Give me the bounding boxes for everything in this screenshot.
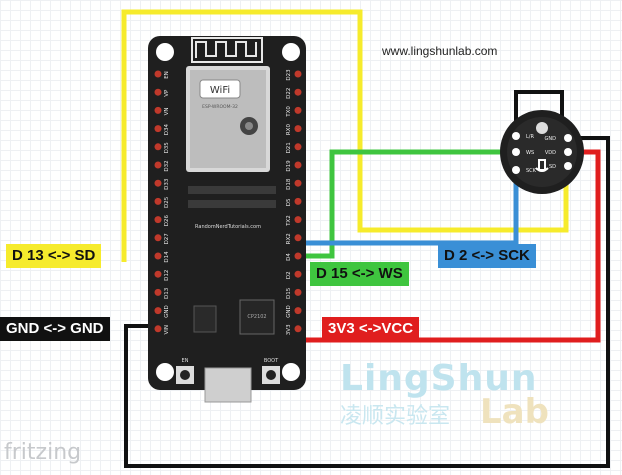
right-3-pin xyxy=(294,125,302,133)
boot-button-label: BOOT xyxy=(264,358,279,364)
ws-wire xyxy=(300,149,520,259)
left-14-pin xyxy=(154,325,162,333)
en-button-label: EN xyxy=(182,358,189,364)
left-5-pin xyxy=(154,161,162,169)
right-9-pin xyxy=(294,234,302,242)
module-text: ESP-WROOM-32 xyxy=(202,104,238,110)
left-13-pin xyxy=(154,307,162,315)
right-9-pin-label: RX2 xyxy=(286,233,292,244)
mic-left-pin-label: WS xyxy=(526,150,534,156)
left-6-pin xyxy=(154,179,162,187)
left-9-pin-label: D27 xyxy=(164,233,170,245)
right-12-pin xyxy=(294,288,302,296)
left-1-pin-label: VP xyxy=(164,89,170,97)
sck-connection-label: D 2 <-> SCK xyxy=(438,244,536,268)
left-14-pin-label: VIN xyxy=(164,325,170,335)
website-label[interactable]: www.lingshunlab.com xyxy=(382,44,498,58)
mic-right-pin-label: GND xyxy=(545,136,557,142)
left-7-pin-label: D25 xyxy=(164,196,170,208)
right-6-pin xyxy=(294,179,302,187)
right-0-pin-label: D23 xyxy=(286,69,292,81)
right-13-pin-label: GND xyxy=(286,305,292,318)
right-8-pin xyxy=(294,216,302,224)
left-4-pin-label: D35 xyxy=(164,142,170,154)
left-5-pin-label: D32 xyxy=(164,160,170,171)
right-10-pin xyxy=(294,252,302,260)
sd-connection-label: D 13 <-> SD xyxy=(6,244,102,268)
left-3-pin xyxy=(154,125,162,133)
right-8-pin-label: TX2 xyxy=(286,215,292,227)
right-11-pin-label: D2 xyxy=(286,271,292,279)
left-12-pin xyxy=(154,288,162,296)
watermark-brand: LingShun xyxy=(340,358,538,399)
sd-wire xyxy=(121,9,569,262)
left-11-pin xyxy=(154,270,162,278)
left-7-pin xyxy=(154,197,162,205)
left-10-pin xyxy=(154,252,162,260)
right-12-pin-label: D15 xyxy=(286,287,292,299)
gnd-connection-label: GND <-> GND xyxy=(0,317,110,341)
mic-left-pin-label: L/R xyxy=(526,134,534,140)
left-11-pin-label: D12 xyxy=(164,270,170,281)
right-14-pin xyxy=(294,325,302,333)
mic-right-pin-label: VDD xyxy=(545,150,556,156)
mic-left-pin-label: SCK xyxy=(526,168,537,174)
left-10-pin-label: D14 xyxy=(164,251,170,263)
fritzing-logo: fritzing xyxy=(4,440,82,465)
mic-right-pin-label: SD xyxy=(549,164,556,170)
right-1-pin xyxy=(294,88,302,96)
left-3-pin-label: D34 xyxy=(164,123,170,135)
chip-text: CP2102 xyxy=(247,314,266,320)
right-3-pin-label: RX0 xyxy=(286,124,292,136)
left-9-pin xyxy=(154,234,162,242)
left-8-pin-label: D26 xyxy=(164,214,170,226)
right-2-pin-label: TX0 xyxy=(286,106,292,118)
left-12-pin-label: D13 xyxy=(164,287,170,299)
right-7-pin-label: D5 xyxy=(286,198,292,206)
right-4-pin xyxy=(294,143,302,151)
left-4-pin xyxy=(154,143,162,151)
sck-wire xyxy=(300,170,519,246)
gnd-wire xyxy=(124,136,610,468)
right-2-pin xyxy=(294,106,302,114)
left-0-pin-label: EN xyxy=(164,71,170,79)
lr-gnd-wire xyxy=(514,90,564,136)
right-4-pin-label: D21 xyxy=(286,142,292,153)
left-13-pin-label: GND xyxy=(164,305,170,318)
right-1-pin-label: D22 xyxy=(286,88,292,99)
right-13-pin xyxy=(294,307,302,315)
wifi-logo: WiFi xyxy=(210,85,230,96)
right-5-pin-label: D19 xyxy=(286,160,292,172)
watermark-chinese: 凌顺实验室 xyxy=(340,404,451,429)
left-1-pin xyxy=(154,88,162,96)
left-2-pin xyxy=(154,106,162,114)
right-14-pin-label: 3V3 xyxy=(286,324,292,335)
right-10-pin-label: D4 xyxy=(286,253,292,261)
right-7-pin xyxy=(294,197,302,205)
ws-connection-label: D 15 <-> WS xyxy=(310,262,409,286)
i2s-microphone xyxy=(500,110,584,194)
esp32-board xyxy=(148,36,306,403)
right-6-pin-label: D18 xyxy=(286,178,292,190)
right-5-pin xyxy=(294,161,302,169)
watermark-lab: Lab xyxy=(480,392,549,432)
left-2-pin-label: VN xyxy=(164,107,170,115)
vcc-connection-label: 3V3 <->VCC xyxy=(322,317,420,341)
right-0-pin xyxy=(294,70,302,78)
left-8-pin xyxy=(154,216,162,224)
board-site-text: RandomNerdTutorials.com xyxy=(195,224,261,230)
left-6-pin-label: D33 xyxy=(164,178,170,190)
left-0-pin xyxy=(154,70,162,78)
right-11-pin xyxy=(294,270,302,278)
